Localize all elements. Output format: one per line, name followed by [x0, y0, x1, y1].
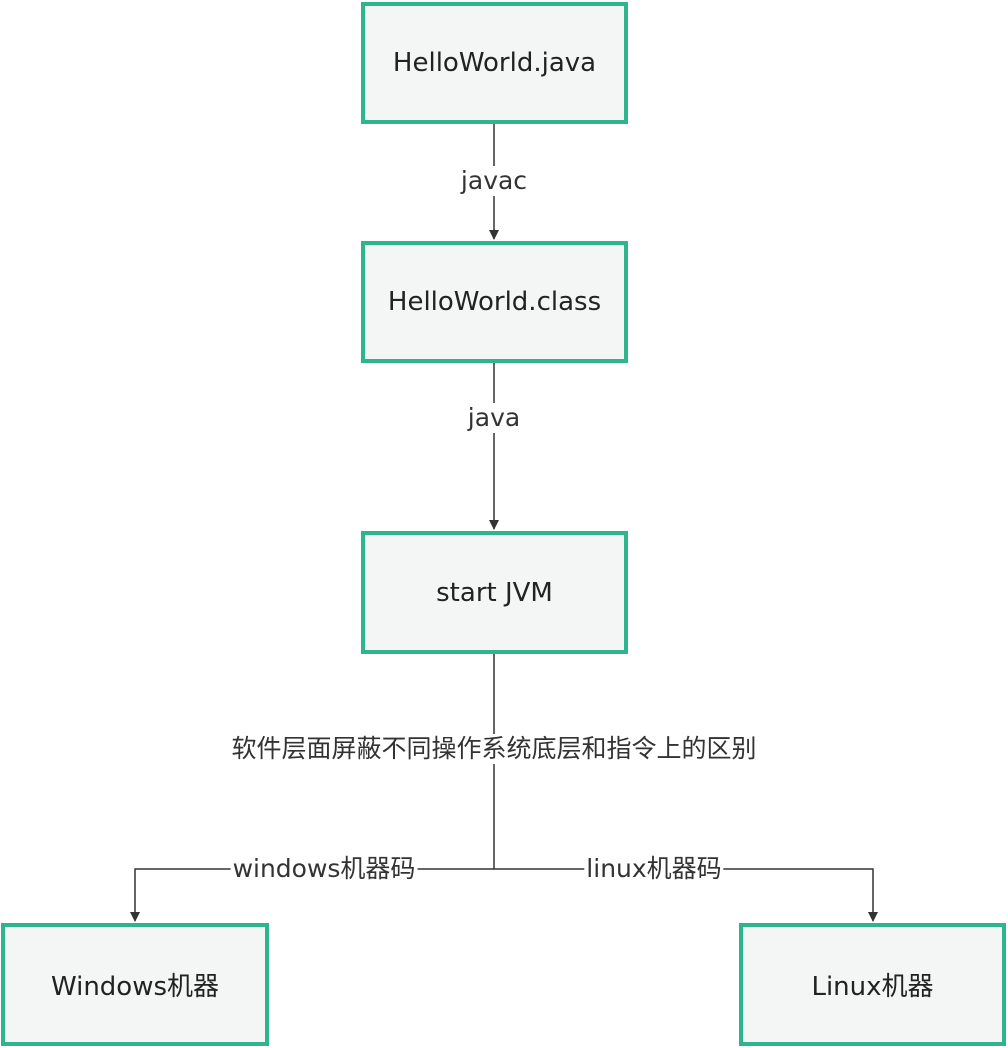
node-start-jvm[interactable]: start JVM [361, 531, 628, 654]
node-linux-machine-label: Linux机器 [811, 972, 934, 1002]
edge-label-java: java [465, 403, 523, 433]
node-helloworld-class[interactable]: HelloWorld.class [361, 241, 628, 363]
node-helloworld-class-label: HelloWorld.class [387, 287, 602, 317]
edge-label-windows-code: windows机器码 [230, 854, 418, 884]
edge-label-javac: javac [458, 166, 530, 196]
edge-label-linux-code: linux机器码 [584, 854, 724, 884]
node-helloworld-java[interactable]: HelloWorld.java [361, 2, 628, 124]
node-linux-machine[interactable]: Linux机器 [739, 923, 1006, 1046]
node-helloworld-java-label: HelloWorld.java [392, 48, 597, 78]
node-windows-machine-label: Windows机器 [50, 972, 220, 1002]
node-start-jvm-label: start JVM [436, 577, 553, 608]
edge-label-jvm-note: 软件层面屏蔽不同操作系统底层和指令上的区别 [229, 734, 759, 764]
node-windows-machine[interactable]: Windows机器 [1, 923, 269, 1046]
